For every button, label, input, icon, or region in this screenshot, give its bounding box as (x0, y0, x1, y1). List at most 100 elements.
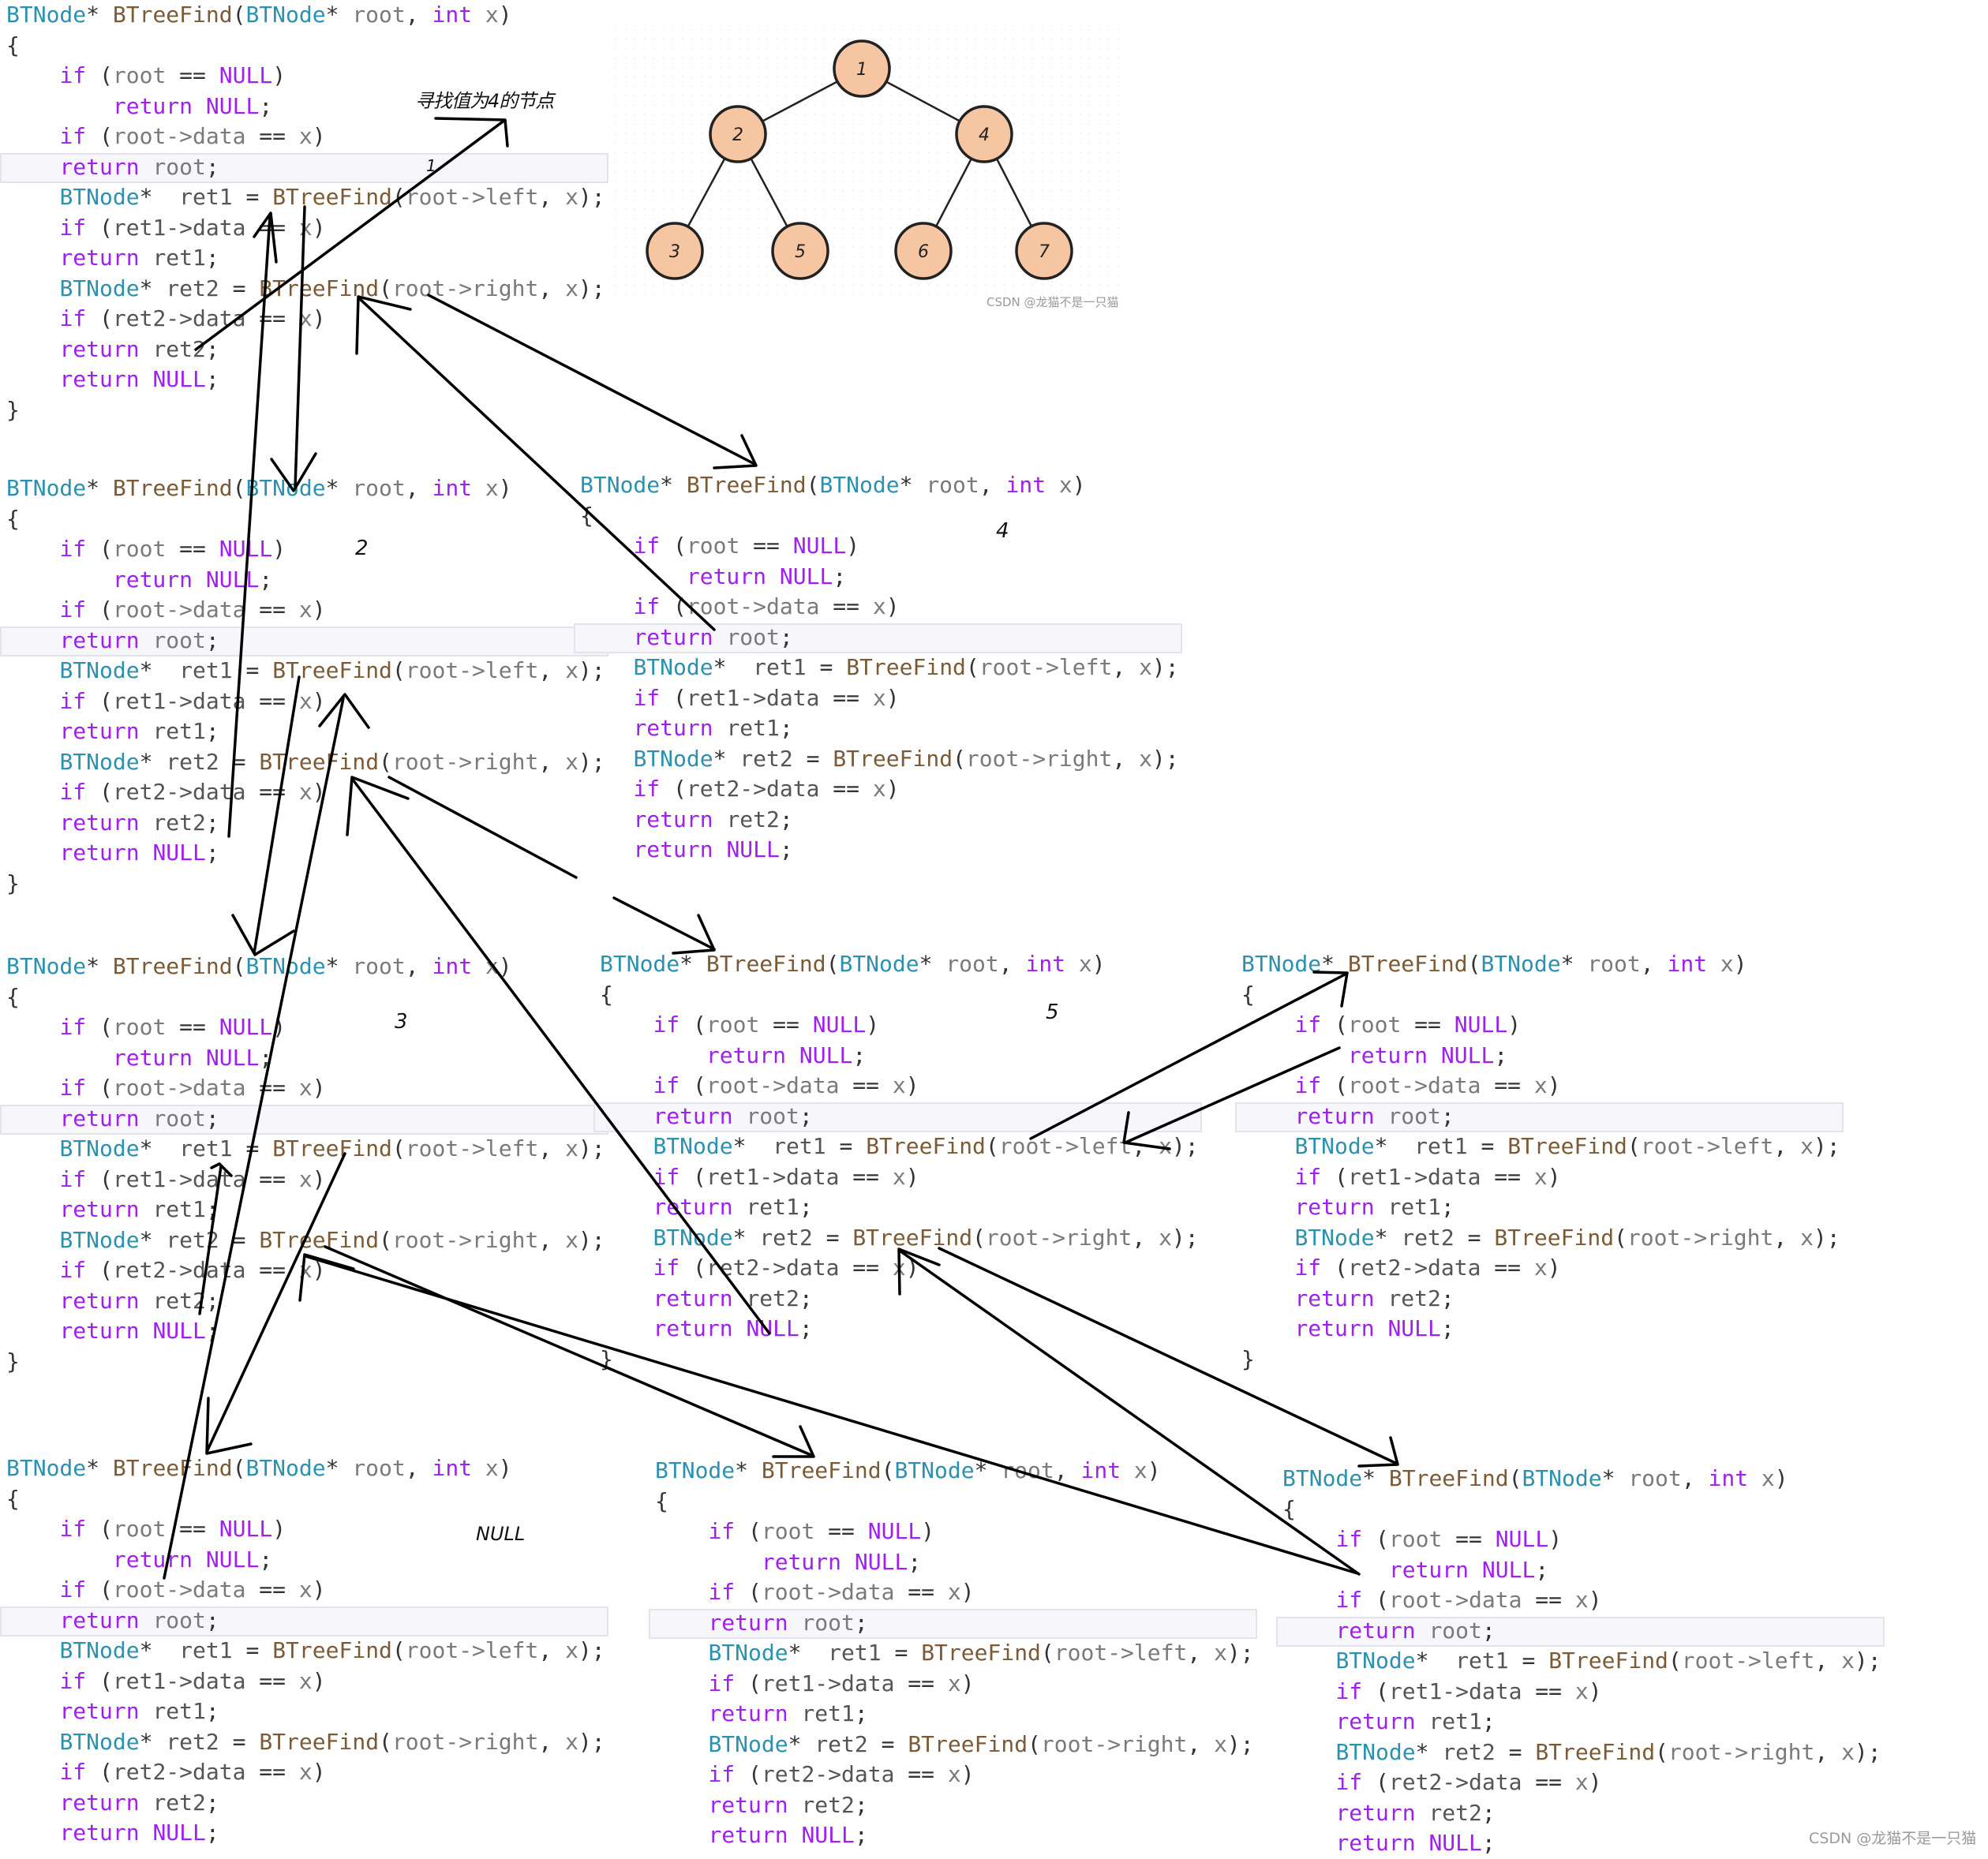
code-token: return (1294, 1315, 1375, 1341)
code-token: root (686, 533, 740, 559)
code-token: == (245, 1075, 299, 1101)
code-token: == (245, 779, 299, 805)
code-token (6, 1637, 59, 1663)
code-token: ; (799, 1102, 813, 1129)
code-token: ; (1481, 1708, 1496, 1734)
code-token (1241, 1133, 1294, 1159)
code-token (1375, 1315, 1388, 1341)
code-block-node-4: BTNode* BTreeFind(BTNode* root, int x){ … (574, 470, 1182, 866)
code-token: ) (1072, 472, 1086, 498)
code-token: ); (578, 1728, 605, 1755)
code-line: return NULL; (655, 1820, 1254, 1851)
code-token: int (1667, 951, 1708, 977)
code-token: return (59, 1287, 140, 1314)
code-token (6, 597, 59, 623)
code-token: if (59, 305, 87, 331)
code-token: int (432, 2, 473, 28)
code-token: if (633, 776, 661, 802)
code-token: ; (799, 1194, 813, 1220)
code-token: * (139, 1728, 167, 1755)
code-token: if (59, 62, 87, 88)
code-token: ( (86, 1014, 113, 1040)
code-token: int (432, 953, 473, 979)
code-token: ret1 (152, 1196, 206, 1222)
code-token: ( (232, 1455, 246, 1481)
code-token: = (219, 1226, 260, 1253)
code-token: ) (312, 123, 326, 149)
code-token: ret2 (746, 1285, 799, 1311)
code-line: BTNode* ret1 = BTreeFind(root->left, x); (6, 1134, 605, 1165)
code-token: x (298, 779, 313, 805)
code-token: NULL (152, 1820, 206, 1846)
code-token: ) (1507, 1012, 1522, 1038)
code-token: x (892, 1072, 906, 1098)
code-token: ret1 (179, 657, 233, 683)
code-token: * (1415, 1738, 1443, 1765)
code-token: ); (1151, 745, 1179, 772)
code-token: ( (1627, 1133, 1641, 1159)
code-token: root (1001, 1457, 1054, 1483)
code-token: ( (391, 657, 406, 683)
code-token: { (6, 983, 20, 1010)
code-token: ) (312, 1759, 326, 1785)
code-token: BTNode (59, 275, 140, 301)
code-token: == (839, 1072, 893, 1098)
code-token: BTNode (1294, 1133, 1375, 1159)
code-token: = (232, 657, 273, 683)
code-token (733, 1285, 747, 1311)
code-line: if (ret2->data == x) (6, 304, 605, 335)
code-token: , (1681, 1465, 1709, 1491)
code-token: BTNode (59, 1226, 140, 1253)
code-token: root (352, 2, 406, 28)
code-token: ret1 (1455, 1648, 1509, 1674)
code-token: ); (1854, 1738, 1881, 1765)
code-token: root->left (1054, 1640, 1188, 1666)
current-line-highlight (649, 1608, 1257, 1639)
code-token: return (59, 1318, 140, 1344)
code-token: * (325, 475, 353, 501)
code-line: if (ret2->data == x) (6, 777, 605, 808)
code-line: BTNode* BTreeFind(BTNode* root, int x) (600, 949, 1199, 980)
code-token (655, 1579, 708, 1605)
code-token: ret2->data (706, 1255, 840, 1281)
code-token: , (1054, 1457, 1081, 1483)
code-token: ; (1440, 1194, 1454, 1220)
code-token: ret1 (1387, 1194, 1441, 1220)
code-token: == (245, 214, 299, 241)
code-line: if (root == NULL) (655, 1517, 1254, 1547)
code-line: BTNode* BTreeFind(BTNode* root, int x) (6, 1453, 605, 1484)
code-token: ret1 (1428, 1708, 1482, 1734)
code-token: return (59, 718, 140, 744)
code-line: BTNode* BTreeFind(BTNode* root, int x) (6, 473, 605, 504)
code-token: NULL (205, 566, 260, 593)
code-token: root (746, 1102, 799, 1129)
tree-node-6 (894, 222, 953, 280)
code-token: ( (86, 123, 113, 149)
code-token: ) (272, 1014, 286, 1040)
code-token: return (653, 1315, 733, 1341)
code-line: return NULL; (1241, 1041, 1840, 1072)
code-token: == (839, 1255, 893, 1281)
code-token: = (1467, 1133, 1508, 1159)
code-token: x (1139, 654, 1152, 680)
code-token: return (112, 1044, 193, 1071)
code-token: BTreeFind (1494, 1224, 1615, 1251)
code-token: ret1->data (112, 1165, 246, 1192)
code-token (655, 1518, 708, 1544)
code-token (1282, 1678, 1335, 1704)
code-token: ) (272, 536, 286, 562)
code-token: root->data (761, 1579, 895, 1605)
code-token: } (6, 870, 20, 896)
code-token (655, 1761, 708, 1787)
code-token (6, 1075, 59, 1101)
code-token: ( (660, 593, 687, 619)
code-line: return ret1; (1282, 1707, 1881, 1737)
code-token (140, 1790, 153, 1816)
code-token: x (565, 1135, 578, 1161)
code-token: return (59, 1105, 140, 1131)
code-line: { (1241, 980, 1840, 1011)
code-token: root (152, 1105, 206, 1131)
code-token: BTreeFind (259, 1226, 380, 1253)
code-token (1416, 1800, 1429, 1826)
code-token: root (1347, 1012, 1402, 1038)
